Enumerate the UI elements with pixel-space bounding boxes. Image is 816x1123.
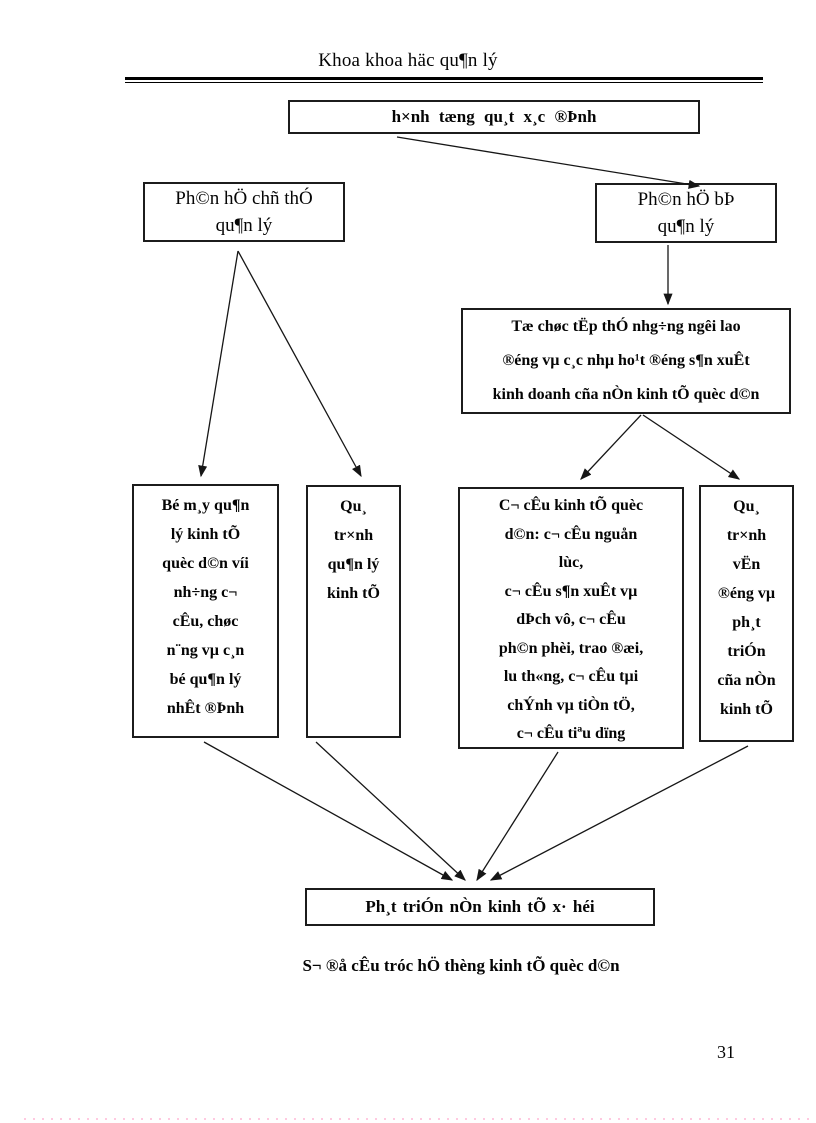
arrow-apparatus-to-development: [203, 741, 454, 881]
box-governed-subsystem: Ph©n hÖ bÞ qu¶n lý: [595, 183, 777, 243]
arrow-movement-to-development: [489, 745, 749, 881]
arrow-structure-to-development: [476, 751, 559, 882]
page-number: 31: [717, 1042, 735, 1062]
arrow-collective-to-structure: [580, 414, 642, 480]
footer-dotted-line: [24, 1118, 816, 1120]
box-management-process: Qu¸ tr×nh qu¶n lý kinh tÕ: [306, 485, 401, 738]
box-socioeconomic-development: Ph¸t triÓn nÒn kinh tÕ x· héi: [305, 888, 655, 926]
diagram-caption: S¬ ®å cÊu tróc hÖ thèng kinh tÕ quèc d©n: [302, 956, 620, 975]
box-management-apparatus: Bé m¸y qu¶n lý kinh tÕ quèc d©n víi nh÷n…: [132, 484, 279, 738]
arrow-governing-to-process: [237, 250, 362, 478]
box-economy-movement-process: Qu¸ tr×nh vËn ®éng vµ ph¸t triÓn cña nÒn…: [699, 485, 794, 742]
box-governing-subsystem: Ph©n hÖ chñ thÓ qu¶n lý: [143, 182, 345, 242]
header-rule-thin: [125, 82, 763, 83]
page-header-title: Khoa khoa häc qu¶n lý: [318, 50, 498, 71]
arrow-collective-to-movement: [642, 414, 741, 480]
box-economic-structure: C¬ cÊu kinh tÕ quèc d©n: c¬ cÊu nguån lù…: [458, 487, 684, 749]
box-overall-model: h×nh tæng qu¸t x¸c ®Þnh: [288, 100, 700, 134]
header-rule-thick: [125, 77, 763, 80]
arrow-process-to-development: [315, 741, 466, 881]
arrow-topbox-to-governed: [396, 136, 701, 189]
box-labor-collective: Tæ chøc tËp thÓ nhg÷ng ngêi lao ®éng vµ …: [461, 308, 791, 414]
arrow-governing-to-apparatus: [198, 250, 239, 478]
